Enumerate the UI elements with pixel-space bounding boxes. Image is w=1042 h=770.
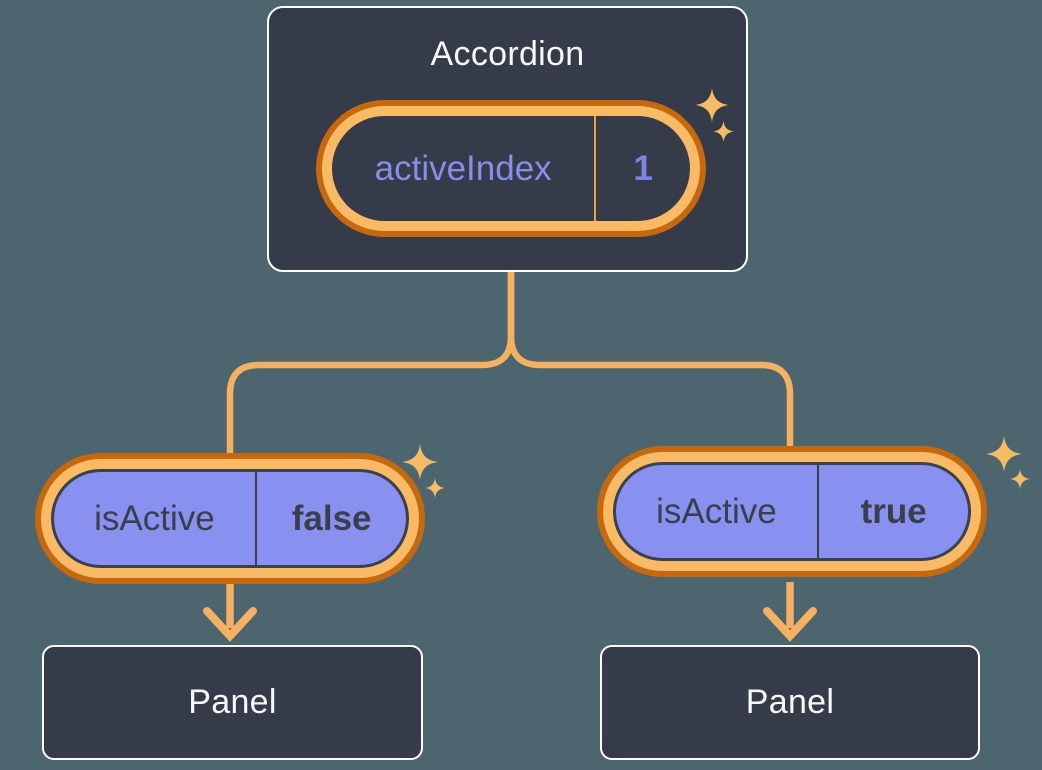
arrow-down-icon: [203, 582, 257, 642]
state-prop-value: false: [291, 498, 372, 538]
sparkle-icon: [425, 478, 445, 498]
sparkle-icon: [1010, 469, 1030, 489]
pill-divider: [594, 116, 597, 221]
fork-line-right: [507, 270, 794, 460]
fork-line-left: [226, 270, 515, 468]
pill-divider: [254, 472, 258, 565]
state-prop-value: 1: [633, 148, 653, 188]
panel-node-title: Panel: [188, 683, 277, 721]
panel-node-left: Panel: [42, 645, 423, 760]
arrow-down-icon: [763, 582, 817, 642]
sparkle-icon: [986, 436, 1022, 472]
sparkle-icon: [713, 121, 734, 142]
is-active-pill-left: isActive false: [35, 453, 425, 584]
pill-divider: [816, 465, 820, 558]
panel-node-right: Panel: [600, 645, 980, 760]
active-index-state-pill: activeIndex 1: [316, 100, 706, 237]
state-prop-name: isActive: [94, 498, 215, 538]
sparkle-icon: [402, 444, 438, 480]
state-prop-name: isActive: [656, 491, 777, 531]
state-prop-value: true: [860, 491, 927, 531]
is-active-pill-right: isActive true: [597, 446, 987, 577]
sparkle-icon: [695, 88, 729, 122]
accordion-node-title: Accordion: [430, 35, 585, 73]
panel-node-title: Panel: [745, 683, 835, 721]
state-prop-name: activeIndex: [374, 148, 552, 188]
